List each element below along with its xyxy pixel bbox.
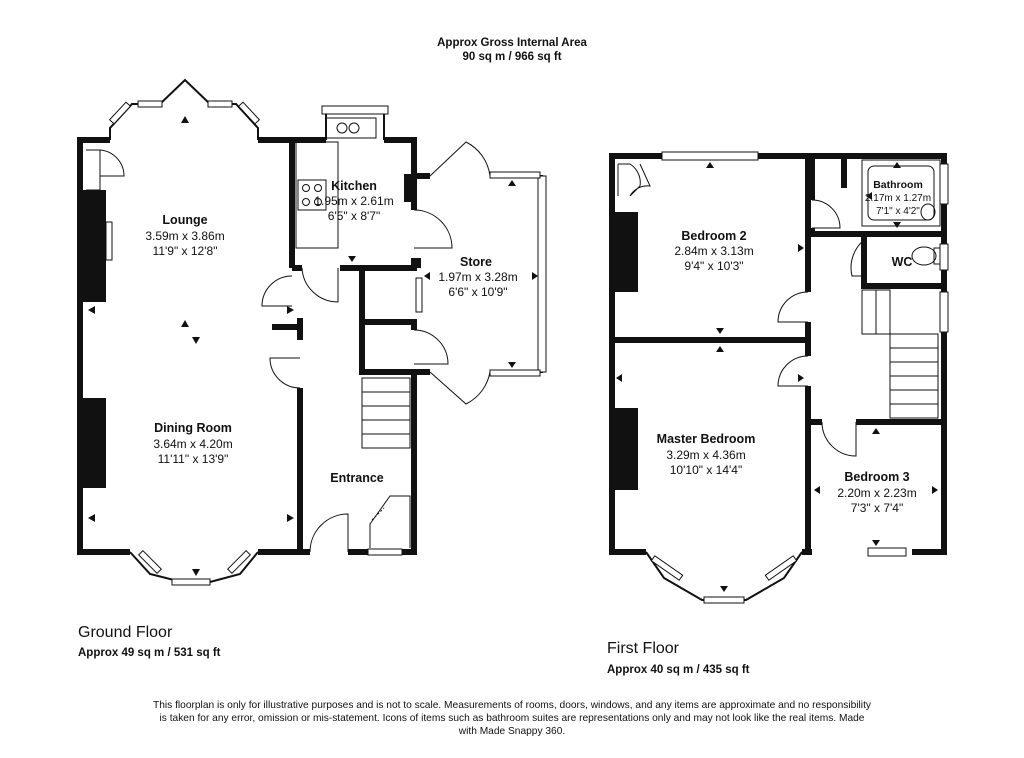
store-metric: 1.97m x 3.28m (438, 270, 517, 284)
gross-area-value: 90 sq m / 966 sq ft (462, 51, 561, 63)
entrance-name: Entrance (330, 471, 384, 485)
bedroom3-name: Bedroom 3 (844, 470, 909, 484)
store-imperial: 6'6" x 10'9" (448, 285, 507, 299)
bedroom2-name: Bedroom 2 (681, 229, 746, 243)
master-name: Master Bedroom (657, 432, 756, 446)
first-floor-plan: Bedroom 2 2.84m x 3.13m 9'4" x 10'3" Bat… (607, 151, 949, 676)
master-imperial: 10'10" x 14'4" (670, 463, 743, 477)
dining-imperial: 11'11" x 13'9" (158, 452, 229, 466)
bedroom3-imperial: 7'3" x 7'4" (851, 501, 903, 515)
dining-name: Dining Room (154, 421, 232, 435)
kitchen-metric: 1.95m x 2.61m (314, 194, 393, 208)
bedroom3-metric: 2.20m x 2.23m (837, 486, 916, 500)
gross-area-title: Approx Gross Internal Area (437, 37, 587, 49)
ground-floor-plan: Lounge 3.59m x 3.86m 11'9" x 12'8" Dinin… (77, 78, 547, 659)
ground-floor-title: Ground Floor (78, 624, 173, 641)
lounge-metric: 3.59m x 3.86m (145, 229, 224, 243)
dining-metric: 3.64m x 4.20m (153, 437, 232, 451)
bathroom-imperial: 7'1" x 4'2" (876, 206, 920, 217)
kitchen-name: Kitchen (331, 179, 377, 193)
store-name: Store (460, 255, 492, 269)
first-floor-title: First Floor (607, 640, 680, 657)
bedroom2-metric: 2.84m x 3.13m (674, 244, 753, 258)
disclaimer-text: This floorplan is only for illustrative … (153, 700, 871, 737)
lounge-name: Lounge (162, 213, 207, 227)
first-floor-area: Approx 40 sq m / 435 sq ft (607, 664, 750, 676)
wc-name: WC (892, 255, 913, 269)
ground-floor-area: Approx 49 sq m / 531 sq ft (78, 647, 221, 659)
kitchen-imperial: 6'5" x 8'7" (328, 209, 380, 223)
bedroom2-imperial: 9'4" x 10'3" (684, 259, 743, 273)
bathroom-metric: 2.17m x 1.27m (865, 193, 931, 204)
master-metric: 3.29m x 4.36m (666, 448, 745, 462)
bathroom-name: Bathroom (873, 179, 923, 191)
lounge-imperial: 11'9" x 12'8" (153, 244, 218, 258)
